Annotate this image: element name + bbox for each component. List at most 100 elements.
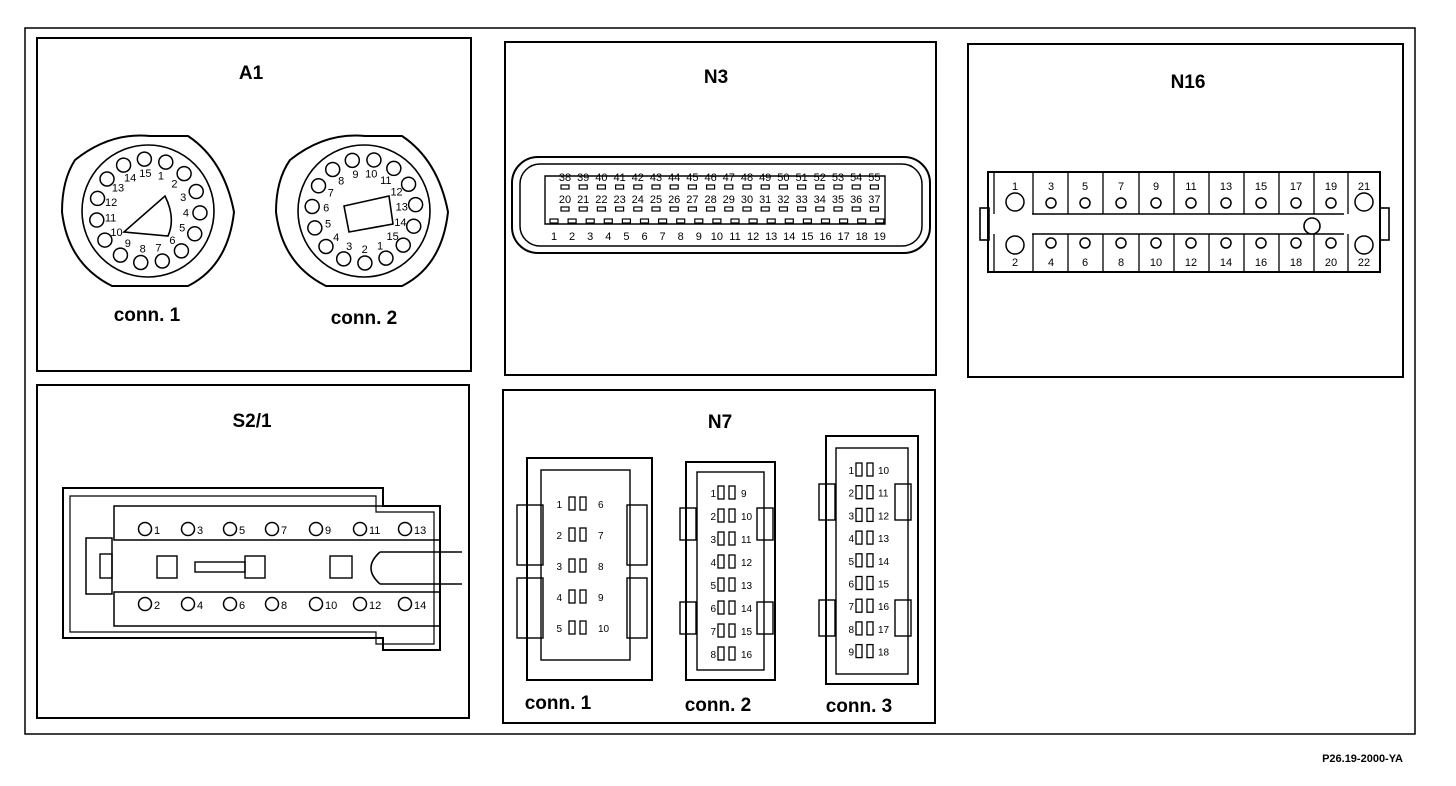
- n3-pin-contact: [614, 184, 625, 190]
- n7-conn2-pin-label: 6: [710, 604, 716, 615]
- a1-conn2-pin-label: 13: [396, 201, 408, 213]
- s21-pin-label: 7: [281, 525, 287, 537]
- n16-pin-label: 9: [1153, 181, 1159, 193]
- n7-conn3-pin-contact: [855, 575, 863, 591]
- n16-pin-contact: [1354, 235, 1374, 255]
- n16-pin-contact: [1045, 197, 1057, 209]
- a1-conn2-pin-label: 4: [333, 232, 339, 244]
- n16-pin-contact: [1185, 197, 1197, 209]
- a1-conn2-pin-contact: [366, 152, 382, 168]
- n3-pin-contact: [603, 218, 613, 224]
- n3-pin-label: 38: [559, 172, 571, 184]
- a1-conn2-pin-contact: [307, 220, 323, 236]
- a1-conn1-pin-contact: [89, 212, 105, 228]
- n7-conn3-pin-label: 3: [848, 511, 854, 522]
- n3-pin-label: 14: [783, 231, 795, 243]
- panel-n7-border: [502, 389, 936, 724]
- s21-pin-label: 11: [369, 525, 380, 537]
- s21-pin-label: 8: [281, 600, 287, 612]
- n3-pin-contact: [578, 184, 588, 190]
- n7-conn1-pin-label: 4: [556, 593, 562, 604]
- figure-reference: P26.19-2000-YA: [1322, 753, 1403, 765]
- n16-pin-label: 3: [1048, 181, 1054, 193]
- n7-conn1-pin-contact: [568, 527, 576, 542]
- n16-pin-label: 11: [1185, 181, 1196, 193]
- n3-pin-label: 44: [668, 172, 680, 184]
- n7-conn2-latch-left-top: [679, 507, 697, 541]
- n3-pin-contact: [596, 206, 607, 212]
- n16-pin-label: 13: [1220, 181, 1232, 193]
- n3-pin-label: 43: [650, 172, 662, 184]
- n3-pin-contact: [760, 184, 770, 190]
- a1-conn1-pin-label: 3: [180, 192, 186, 204]
- a1-conn2-key: [343, 195, 394, 233]
- n16-pin-contact: [1005, 235, 1025, 255]
- n7-conn1-pin-contact: [568, 620, 576, 635]
- n3-pin-label: 7: [660, 231, 666, 243]
- s21-pin-contact: [264, 596, 280, 612]
- s21-pin-label: 13: [414, 525, 426, 537]
- n7-conn1-pin-contact: [568, 589, 576, 604]
- a1-conn1-pin-label: 14: [124, 172, 136, 184]
- n3-pin-label: 10: [711, 231, 723, 243]
- s21-pin-contact: [180, 521, 196, 537]
- n16-pin-label: 17: [1290, 181, 1302, 193]
- n7-conn3-pin-contact: [855, 621, 863, 636]
- n16-pin-label: 1: [1012, 181, 1018, 193]
- n16-pin-label: 4: [1048, 257, 1054, 269]
- panel-s21-border: [36, 384, 470, 719]
- a1-conn2-label: conn. 2: [331, 308, 398, 329]
- n3-pin-label: 12: [747, 231, 759, 243]
- n3-pin-label: 51: [795, 172, 807, 184]
- panel-s21-title: S2/1: [232, 411, 272, 432]
- panel-n3-border: [504, 41, 937, 376]
- s21-top-row-block: [113, 505, 441, 541]
- n7-conn1-pin-label: 8: [598, 562, 604, 573]
- n7-conn2-inner: [696, 471, 765, 671]
- s21-pin-contact: [352, 596, 368, 612]
- a1-conn2-pin-contact: [318, 238, 334, 255]
- n3-pin-label: 34: [814, 194, 826, 206]
- n16-pin-label: 14: [1220, 257, 1232, 269]
- n7-conn2-label: conn. 2: [685, 695, 752, 716]
- n7-conn3-pin-label: 7: [848, 602, 854, 613]
- a1-conn1-pin-label: 2: [171, 179, 177, 191]
- n7-conn1-pin-label: 10: [598, 624, 610, 635]
- a1-conn1-pin-label: 1: [158, 170, 164, 182]
- n3-pin-label: 5: [623, 231, 629, 243]
- a1-conn2-pin-contact: [310, 178, 327, 194]
- n3-pin-contact: [778, 206, 789, 212]
- n3-pin-label: 47: [723, 172, 735, 184]
- s21-pin-label: 9: [325, 525, 331, 537]
- s21-pin-contact: [137, 521, 153, 537]
- a1-conn1-pin-contact: [97, 232, 113, 248]
- n7-conn1-latch-left-top: [516, 504, 544, 566]
- n7-conn2-housing: [685, 461, 776, 681]
- n3-pin-contact: [549, 218, 559, 224]
- n7-conn2-pin-contact: [717, 554, 725, 569]
- a1-conn2-pin-label: 5: [325, 218, 331, 230]
- n3-pin-label: 32: [777, 194, 789, 206]
- n7-conn3-pin-label: 10: [878, 466, 890, 477]
- n7-conn3-pin-contact: [855, 462, 863, 477]
- panel-n7-title: N7: [708, 412, 732, 433]
- n3-pin-label: 26: [668, 194, 680, 206]
- n7-conn2-pin-contact: [728, 531, 736, 546]
- n7-conn3-pin-contact: [866, 598, 874, 613]
- n7-conn3-latch-right-bottom: [894, 599, 912, 637]
- n16-pin-label: 19: [1325, 181, 1337, 193]
- a1-conn2-pin-contact: [407, 196, 424, 213]
- n3-pin-contact: [851, 206, 861, 212]
- a1-conn2-pin-label: 3: [346, 241, 352, 253]
- n3-pin-contact: [724, 184, 734, 190]
- n7-conn2-pin-contact: [728, 485, 736, 500]
- n16-pin-label: 10: [1150, 257, 1162, 269]
- panel-n16-title: N16: [1171, 72, 1206, 93]
- n16-pin-contact: [1325, 237, 1337, 249]
- n7-conn2-pin-label: 14: [741, 604, 753, 615]
- n3-pin-label: 49: [759, 172, 771, 184]
- n3-inner-shell: [519, 163, 923, 247]
